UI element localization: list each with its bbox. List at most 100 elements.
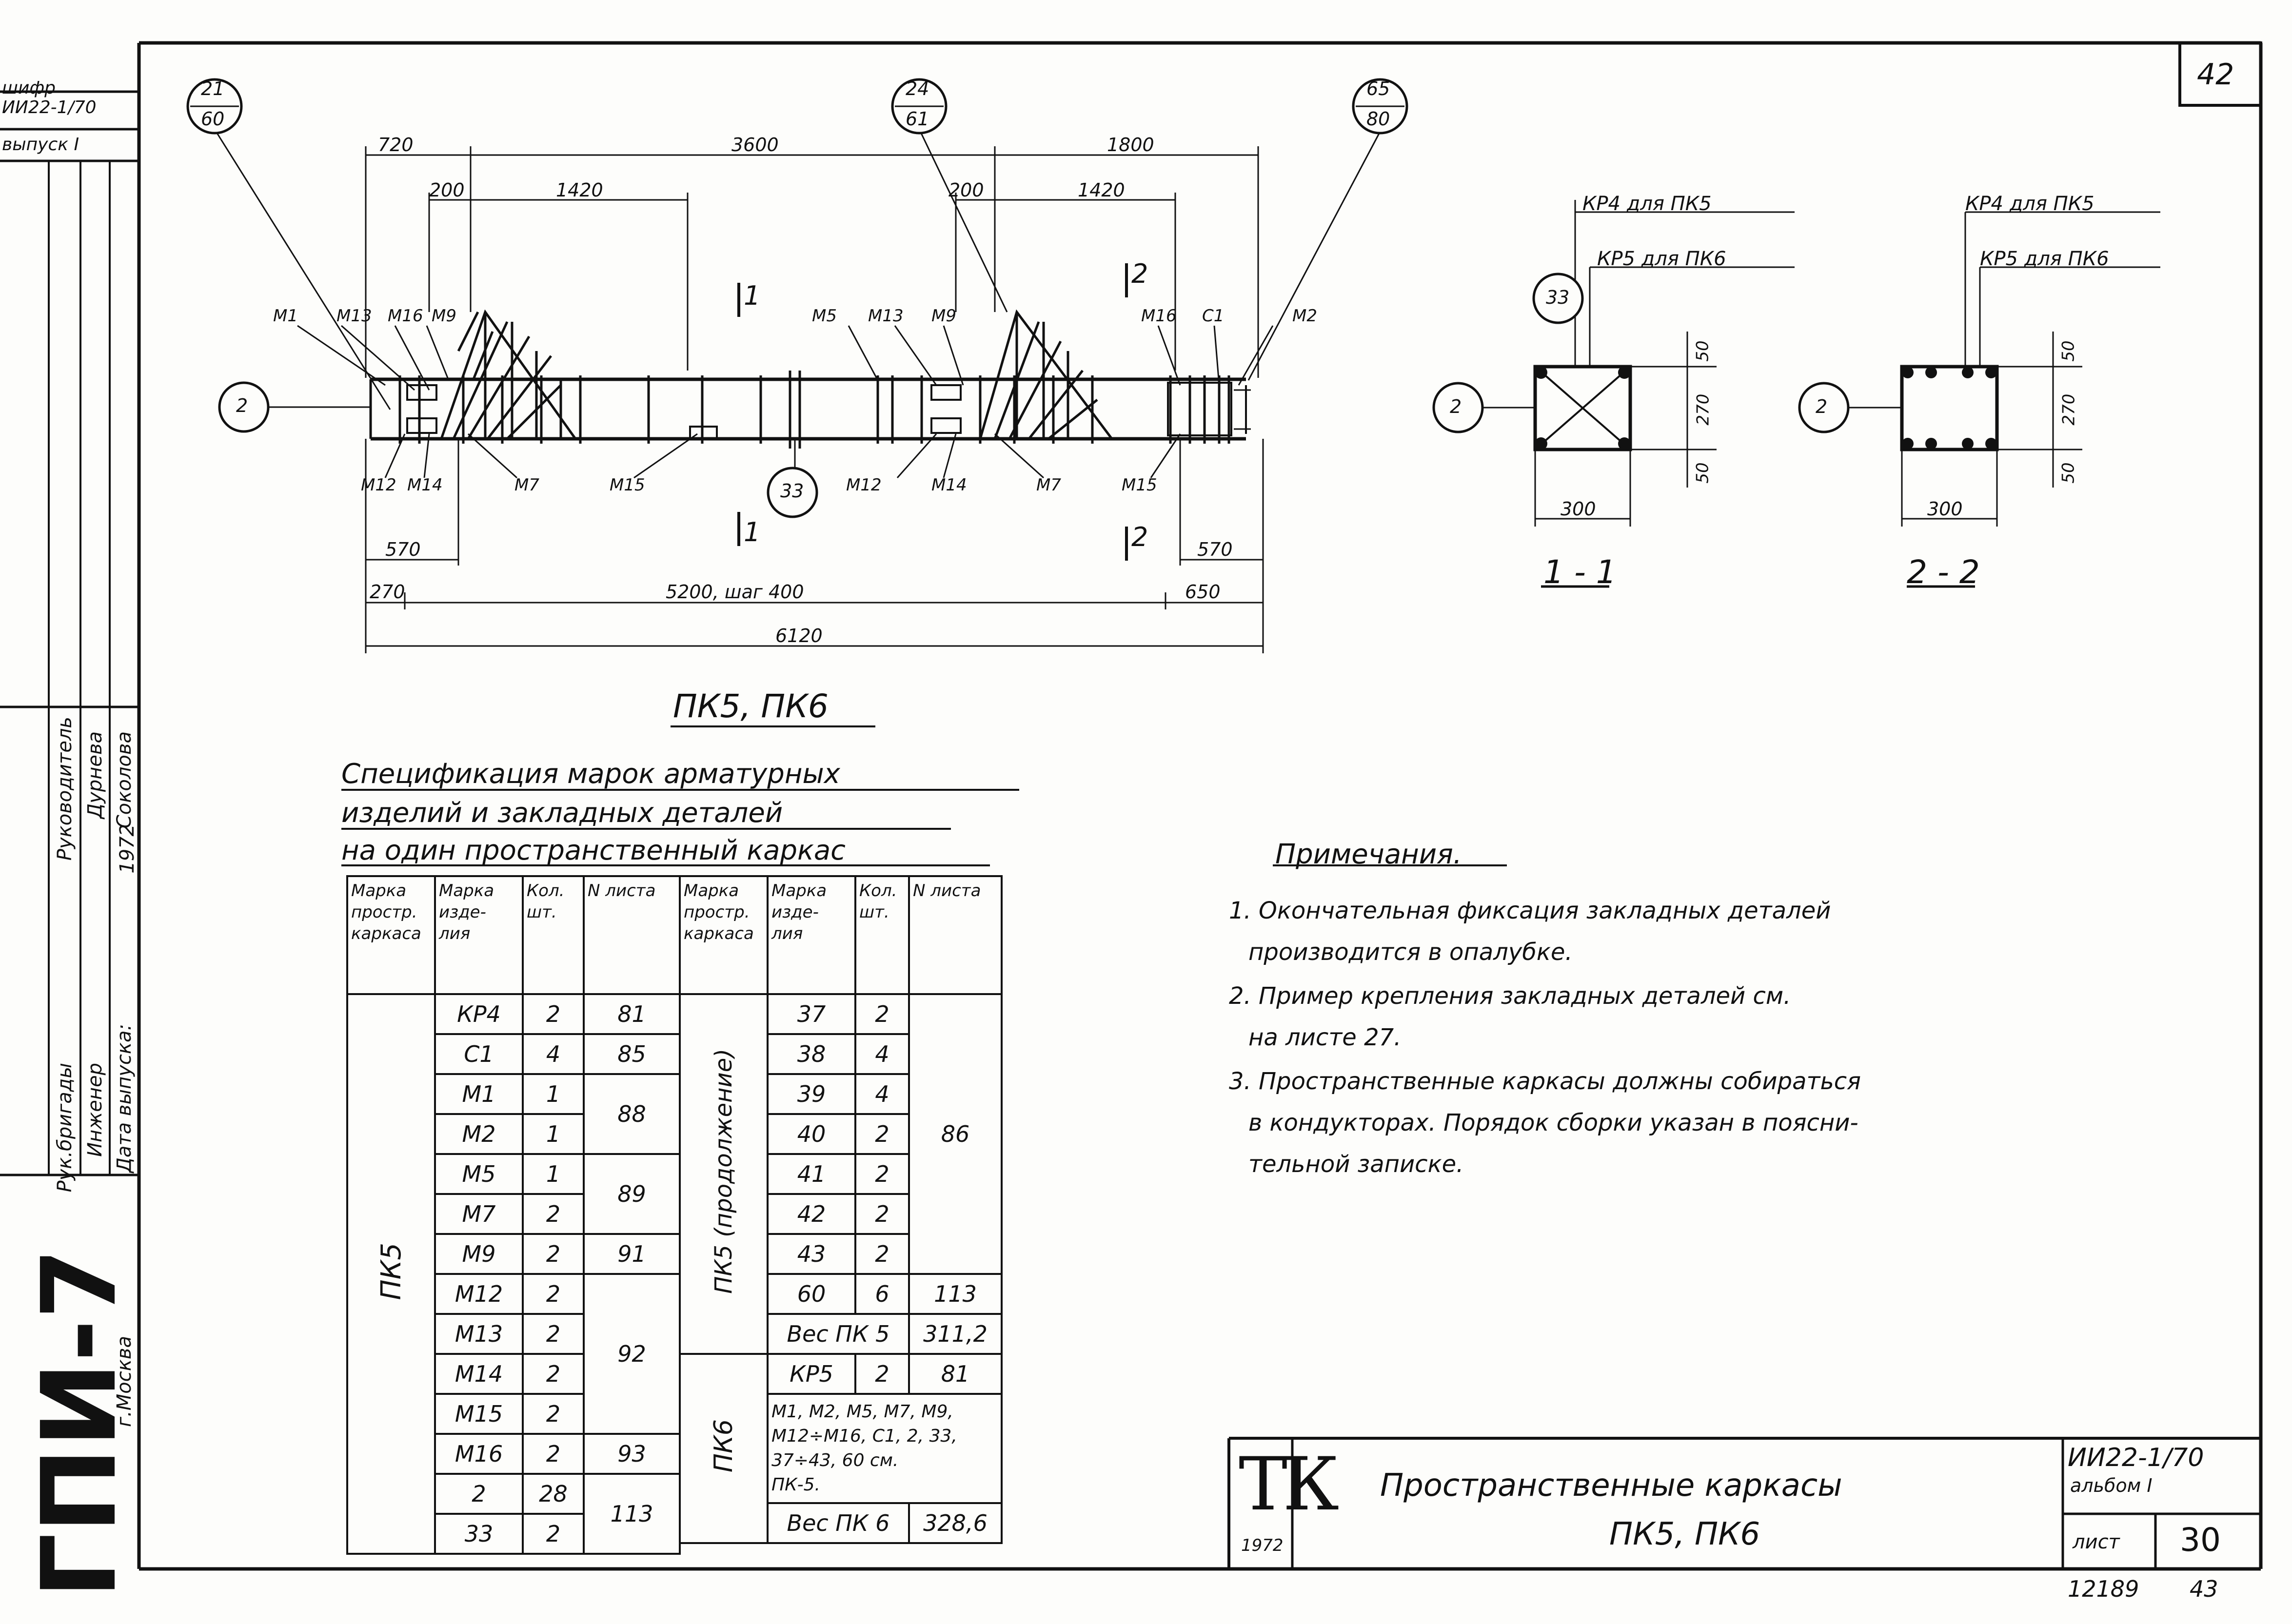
cell: 4 (854, 1073, 910, 1115)
weight-pk6-value: 328,6 (908, 1502, 1003, 1544)
note-line-5: 3. Пространственные каркасы должны собир… (1229, 1068, 1861, 1095)
s2-dim-50-bottom: 50 (2058, 462, 2078, 484)
cell: 113 (908, 1273, 1003, 1315)
cell: 88 (583, 1073, 681, 1155)
s2-label-kr4: КР4 для ПК5 (1965, 193, 2094, 215)
cell: 2 (854, 1193, 910, 1235)
cell: 2 (522, 1233, 585, 1275)
cell: 4 (522, 1033, 585, 1075)
sheet-number: 30 (2180, 1521, 2221, 1559)
cell: М16 (434, 1433, 524, 1475)
weight-pk5-value: 311,2 (908, 1313, 1003, 1355)
spec-header-frame: Марка простр. каркаса (346, 875, 436, 995)
stamp-title-1: Пространственные каркасы (1380, 1467, 1842, 1504)
weight-pk6-label: Вес ПК 6 (767, 1502, 910, 1544)
cell: 4 (854, 1033, 910, 1075)
note-line-6: в кондукторах. Порядок сборки указан в п… (1248, 1109, 1858, 1136)
cell: 2 (522, 1273, 585, 1315)
label-m1: М1 (273, 306, 298, 326)
cell: 33 (434, 1513, 524, 1555)
strip-name-1: Дурнева (84, 731, 106, 819)
note-line-2: производится в опалубке. (1248, 939, 1573, 966)
cell: 2 (522, 1433, 585, 1475)
cell: 41 (767, 1153, 856, 1195)
s1-dim-50-bottom: 50 (1693, 462, 1713, 484)
label-m16-2: М16 (1141, 306, 1177, 326)
cell: 37 (767, 993, 856, 1035)
spec-group-pk5: ПК5 (346, 993, 436, 1555)
cell: С1 (434, 1033, 524, 1075)
cell: 86 (908, 993, 1003, 1275)
label-m13: М13 (336, 306, 372, 326)
callout-80: 80 (1366, 108, 1390, 130)
s2-dim-50-top: 50 (2058, 340, 2078, 362)
s2-dim-300: 300 (1927, 498, 1963, 520)
label-m14-2: М14 (931, 475, 967, 495)
cell: М1 (434, 1073, 524, 1115)
label-m7-2: М7 (1036, 475, 1061, 495)
cell: 85 (583, 1033, 681, 1075)
s2-label-kr5: КР5 для ПК6 (1980, 248, 2109, 270)
cell: 81 (583, 993, 681, 1035)
note-line-1: 1. Окончательная фиксация закладных дета… (1229, 897, 1831, 924)
strip-role-1: Рук.бригады (54, 1063, 76, 1193)
cell: 2 (854, 1353, 910, 1395)
dim-270: 270 (370, 581, 405, 603)
spec-title-line-3: на один пространственный каркас (341, 835, 846, 866)
callout-61: 61 (906, 108, 929, 130)
cell: М5 (434, 1153, 524, 1195)
notes-title: Примечания. (1275, 839, 1462, 870)
cell: 91 (583, 1233, 681, 1275)
dim-1420-left: 1420 (556, 179, 603, 201)
spec-title-line-1: Спецификация марок арматурных (341, 758, 840, 790)
strip-name-2: Соколова (113, 731, 136, 829)
spec-group-pk6: ПК6 (679, 1353, 769, 1544)
cell: 92 (583, 1273, 681, 1435)
strip-city: г.Москва (113, 1336, 136, 1427)
label-m2: М2 (1292, 306, 1317, 326)
dim-200-left: 200 (429, 179, 465, 201)
s1-mark-33: 33 (1546, 287, 1570, 308)
dim-6120: 6120 (775, 625, 823, 646)
dim-1420-right: 1420 (1078, 179, 1125, 201)
pk6-note-line: М12÷М16, С1, 2, 33, (771, 1426, 957, 1446)
cell: 6 (854, 1273, 910, 1315)
note-line-4: на листе 27. (1248, 1024, 1402, 1051)
label-m15-2: М15 (1122, 475, 1157, 495)
callout-60: 60 (201, 108, 225, 130)
cell: 113 (583, 1473, 681, 1555)
mark-33: 33 (780, 480, 804, 502)
spec-header-sheet-2: N листа (908, 875, 1003, 995)
cell: 2 (522, 1513, 585, 1555)
cell: 2 (522, 1313, 585, 1355)
s1-label-kr4: КР4 для ПК5 (1582, 193, 1712, 215)
cell: 60 (767, 1273, 856, 1315)
cell: 42 (767, 1193, 856, 1235)
copy-number: 43 (2190, 1576, 2218, 1602)
s1-dim-50-top: 50 (1693, 340, 1713, 362)
cell: 81 (908, 1353, 1003, 1395)
cut-1-top: 1 (744, 280, 761, 311)
label-m13-2: М13 (868, 306, 904, 326)
pk6-note-cell: М1, М2, М5, М7, М9, М12÷М16, С1, 2, 33, … (767, 1393, 1003, 1504)
page-number: 42 (2197, 58, 2234, 92)
spec-header-row: Марка простр. каркаса Марка изде- лия Ко… (346, 875, 681, 995)
album-label: альбом I (2070, 1475, 2153, 1496)
cell: 1 (522, 1113, 585, 1155)
spec-table-right: Марка простр. каркаса Марка изде- лия Ко… (679, 875, 1003, 1544)
strip-org-head: Руководитель (54, 717, 76, 861)
cell: М2 (434, 1113, 524, 1155)
